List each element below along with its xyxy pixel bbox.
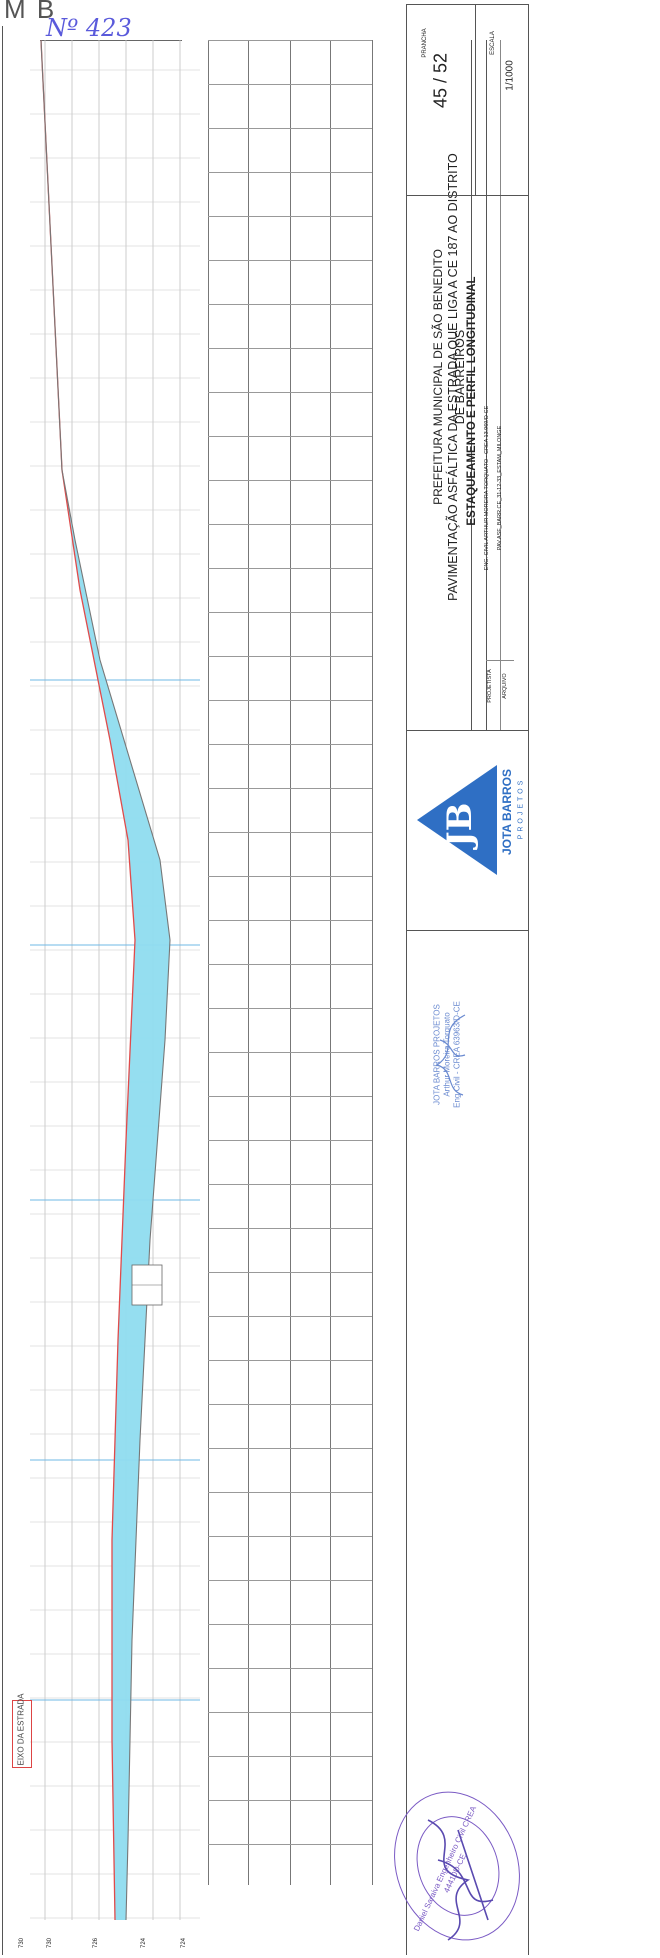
table-row-line: [208, 480, 372, 481]
cut-area: [62, 470, 170, 1920]
table-row-line: [208, 392, 372, 393]
table-row-line: [208, 832, 372, 833]
table-row-line: [208, 1492, 372, 1493]
table-row-line: [208, 1316, 372, 1317]
table-row-line: [208, 964, 372, 965]
table-row-line: [208, 1800, 372, 1801]
table-row-line: [208, 1756, 372, 1757]
divider-prancha: [407, 195, 528, 196]
table-row-line: [208, 436, 372, 437]
table-row-line: [208, 348, 372, 349]
y-tick-5: 724: [181, 1938, 187, 1949]
divider-projetista: [500, 40, 501, 730]
header-marks: M B: [4, 0, 57, 24]
table-row-line: [208, 1008, 372, 1009]
y-tick-3: 726: [93, 1938, 99, 1949]
logo-box-divider-2: [407, 930, 528, 931]
escala-label: ESCALA: [490, 31, 496, 55]
logo-letters: JB: [440, 802, 480, 848]
profile-chart: [30, 40, 200, 1921]
table-row-line: [208, 304, 372, 305]
table-row-line: [208, 1668, 372, 1669]
escala-value: 1/1000: [504, 60, 516, 91]
table-row-line: [208, 40, 372, 41]
table-row-line: [208, 788, 372, 789]
grade-line: [40, 40, 171, 1921]
table-row-line: [208, 128, 372, 129]
table-row-line: [208, 1228, 372, 1229]
projetista-value: ENG. CIVIL ARTHUR MOREIRA TORQUATO - CRE…: [484, 405, 490, 571]
y-tick-2: 730: [47, 1938, 53, 1949]
signature-1-icon: [435, 1014, 466, 1096]
prefeitura-title: PREFEITURA MUNICIPAL DE SÃO BENEDITO: [431, 249, 445, 505]
table-row-line: [208, 876, 372, 877]
table-row-line: [208, 1536, 372, 1537]
table-row-line: [208, 172, 372, 173]
prancha-value: 45 / 52: [430, 52, 451, 109]
legend-box: [12, 1700, 32, 1768]
table-row-line: [208, 700, 372, 701]
table-row-line: [208, 1624, 372, 1625]
logo-company: JOTA BARROS: [500, 769, 514, 856]
table-row-line: [208, 1184, 372, 1185]
table-row-line: [208, 1712, 372, 1713]
table-row-line: [208, 1272, 372, 1273]
table-row-line: [208, 1140, 372, 1141]
table-rows: [208, 40, 372, 1885]
table-row-line: [208, 744, 372, 745]
table-col-1: [208, 40, 209, 1885]
projetista-label: PROJETISTA: [487, 669, 493, 703]
table-row-line: [208, 1052, 372, 1053]
divider-drawing-title: [486, 40, 487, 730]
table-col-4: [330, 40, 331, 1885]
sheet-number-underline: [40, 40, 182, 41]
table-row-line: [208, 260, 372, 261]
y-tick-1: 730: [19, 1938, 25, 1949]
terrain-line: [40, 40, 136, 1921]
arquivo-value: PAV.ASF_BARR.CE_31-12-33_ESTAM_MILONGE: [497, 425, 503, 551]
table-row-line: [208, 568, 372, 569]
table-row-line: [208, 84, 372, 85]
divider-label-col: [486, 660, 514, 661]
logo-box-divider: [407, 730, 528, 731]
table-row-line: [208, 1404, 372, 1405]
arquivo-label: ARQUIVO: [502, 673, 508, 699]
table-row-line: [208, 1096, 372, 1097]
table-row-line: [208, 216, 372, 217]
table-row-line: [208, 1844, 372, 1845]
table-row-line: [208, 656, 372, 657]
signature-2-icon: [427, 1819, 494, 1941]
sheet-number: Nº 423: [46, 14, 132, 42]
frame-title-divider: [406, 4, 407, 1955]
frame-left: [2, 26, 3, 1955]
frame-top: [406, 4, 528, 5]
frame-right: [528, 4, 529, 1955]
table-row-line: [208, 1580, 372, 1581]
prancha-label: PRANCHA: [422, 28, 428, 58]
table-row-line: [208, 524, 372, 525]
divider-prancha-col: [475, 4, 476, 195]
table-col-5: [372, 40, 373, 1885]
y-tick-4: 724: [141, 1938, 147, 1949]
logo-subtitle: PROJETOS: [517, 777, 525, 840]
obra-line-2: DE BARREIROS: [453, 329, 467, 425]
table-row-line: [208, 1360, 372, 1361]
drawing-title: ESTAQUEAMENTO E PERFIL LONGITUDINAL: [466, 276, 478, 526]
table-row-line: [208, 1448, 372, 1449]
legend-label: EIXO DA ESTRADA: [16, 1693, 26, 1766]
table-col-2: [248, 40, 249, 1885]
table-row-line: [208, 612, 372, 613]
table-row-line: [208, 920, 372, 921]
logo-triangle-icon: [417, 765, 497, 875]
divider-obra: [471, 40, 472, 730]
table-col-3: [290, 40, 291, 1885]
